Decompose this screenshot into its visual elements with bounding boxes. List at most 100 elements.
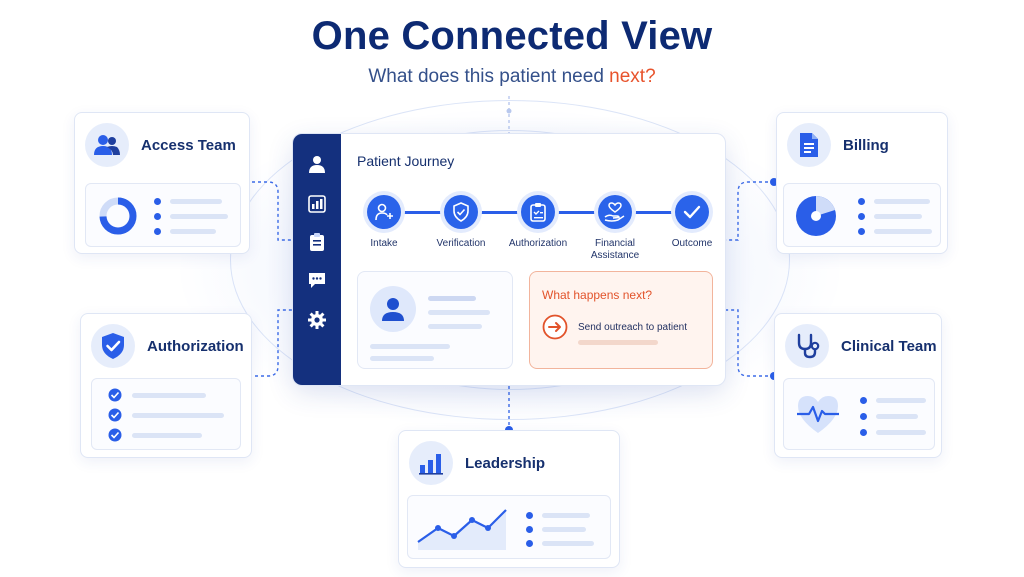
arrow-right-icon[interactable] <box>542 314 568 340</box>
card-header: Access Team <box>85 123 236 167</box>
card-widget <box>91 378 241 450</box>
subtitle-accent: next? <box>609 66 656 87</box>
step-verification[interactable] <box>444 195 478 229</box>
placeholder-line <box>874 229 932 234</box>
step-intake[interactable] <box>367 195 401 229</box>
step-label-financial-assistance: Financial Assistance <box>590 238 640 261</box>
connector-clinical <box>726 309 774 377</box>
card-title: Leadership <box>465 454 546 472</box>
card-header: Clinical Team <box>785 324 937 368</box>
panel-title: Patient Journey <box>357 153 455 169</box>
checklist-icons <box>108 388 122 442</box>
donut-icon <box>99 197 137 235</box>
pie-icon <box>796 196 836 236</box>
list-bullet <box>858 228 865 235</box>
list-bullet <box>526 526 533 533</box>
card-title: Access Team <box>141 136 236 154</box>
placeholder-line <box>428 296 476 301</box>
placeholder-line <box>132 413 224 418</box>
list-bullet <box>154 213 161 220</box>
card-header: Billing <box>787 123 889 167</box>
next-step-title: What happens next? <box>542 288 653 302</box>
gear-icon[interactable] <box>307 310 327 330</box>
access-team-card[interactable]: Access Team <box>74 112 250 254</box>
clinical-team-card[interactable]: Clinical Team <box>774 313 942 458</box>
check-icon <box>683 205 701 219</box>
list-bullet <box>860 413 867 420</box>
step-label-authorization: Authorization <box>508 238 568 249</box>
shield-icon <box>453 202 469 222</box>
avatar <box>370 286 416 332</box>
placeholder-line <box>874 199 930 204</box>
card-widget <box>407 495 611 559</box>
connector-billing <box>726 181 774 241</box>
step-label-intake: Intake <box>370 238 398 249</box>
placeholder-line <box>428 324 482 329</box>
placeholder-line <box>170 199 222 204</box>
subtitle-text: What does this patient need <box>368 66 610 87</box>
heart-pulse-icon <box>797 396 839 433</box>
card-title: Clinical Team <box>841 337 937 355</box>
placeholder-line <box>876 398 926 403</box>
user-plus-icon <box>375 203 393 221</box>
clipboard-icon <box>530 203 546 222</box>
list-bullet <box>860 429 867 436</box>
step-outcome[interactable] <box>675 195 709 229</box>
line-trend-icon <box>417 509 507 550</box>
placeholder-line <box>170 229 216 234</box>
panel-sidebar <box>293 134 341 385</box>
list-bullet <box>154 198 161 205</box>
clipboard-icon[interactable] <box>307 232 327 252</box>
step-label-verification: Verification <box>436 238 486 249</box>
placeholder-line <box>132 433 202 438</box>
patient-profile-card[interactable] <box>357 271 513 369</box>
card-header: Authorization <box>91 324 244 368</box>
card-title: Billing <box>843 136 889 154</box>
bar-chart-icon <box>409 441 453 485</box>
placeholder-line <box>132 393 206 398</box>
placeholder-line <box>874 214 922 219</box>
connector-access-team <box>240 181 292 241</box>
list-bullet <box>860 397 867 404</box>
hand-heart-icon <box>604 202 625 222</box>
billing-card[interactable]: Billing <box>776 112 948 254</box>
step-financial-assistance[interactable] <box>598 195 632 229</box>
authorization-card[interactable]: Authorization <box>80 313 252 458</box>
step-label-outcome: Outcome <box>671 238 713 249</box>
next-step-card[interactable]: What happens next? Send outreach to pati… <box>529 271 713 369</box>
placeholder-line <box>428 310 490 315</box>
user-icon <box>382 298 404 321</box>
placeholder-line <box>370 356 434 361</box>
chat-icon[interactable] <box>307 270 327 290</box>
card-header: Leadership <box>409 441 545 485</box>
user-icon[interactable] <box>307 154 327 174</box>
list-bullet <box>526 512 533 519</box>
placeholder-line <box>876 414 918 419</box>
placeholder-line <box>542 527 586 532</box>
card-widget <box>783 183 941 247</box>
list-bullet <box>154 228 161 235</box>
connector-node <box>506 108 512 114</box>
next-step-action: Send outreach to patient <box>578 322 687 333</box>
placeholder-line <box>578 340 658 345</box>
leadership-card[interactable]: Leadership <box>398 430 620 568</box>
users-icon <box>85 123 129 167</box>
stethoscope-icon <box>785 324 829 368</box>
patient-journey-panel: Patient Journey Intake Ver <box>292 133 726 386</box>
background-ring <box>230 100 790 420</box>
shield-check-icon <box>91 324 135 368</box>
list-bullet <box>858 198 865 205</box>
step-authorization[interactable] <box>521 195 555 229</box>
document-icon <box>787 123 831 167</box>
list-bullet <box>526 540 533 547</box>
card-title: Authorization <box>147 337 244 355</box>
page-subtitle: What does this patient need next? <box>0 66 1024 88</box>
chart-icon[interactable] <box>307 194 327 214</box>
card-widget <box>85 183 241 247</box>
placeholder-line <box>876 430 926 435</box>
placeholder-line <box>170 214 228 219</box>
connector-authorization <box>243 309 292 377</box>
placeholder-line <box>542 541 594 546</box>
list-bullet <box>858 213 865 220</box>
placeholder-line <box>542 513 590 518</box>
